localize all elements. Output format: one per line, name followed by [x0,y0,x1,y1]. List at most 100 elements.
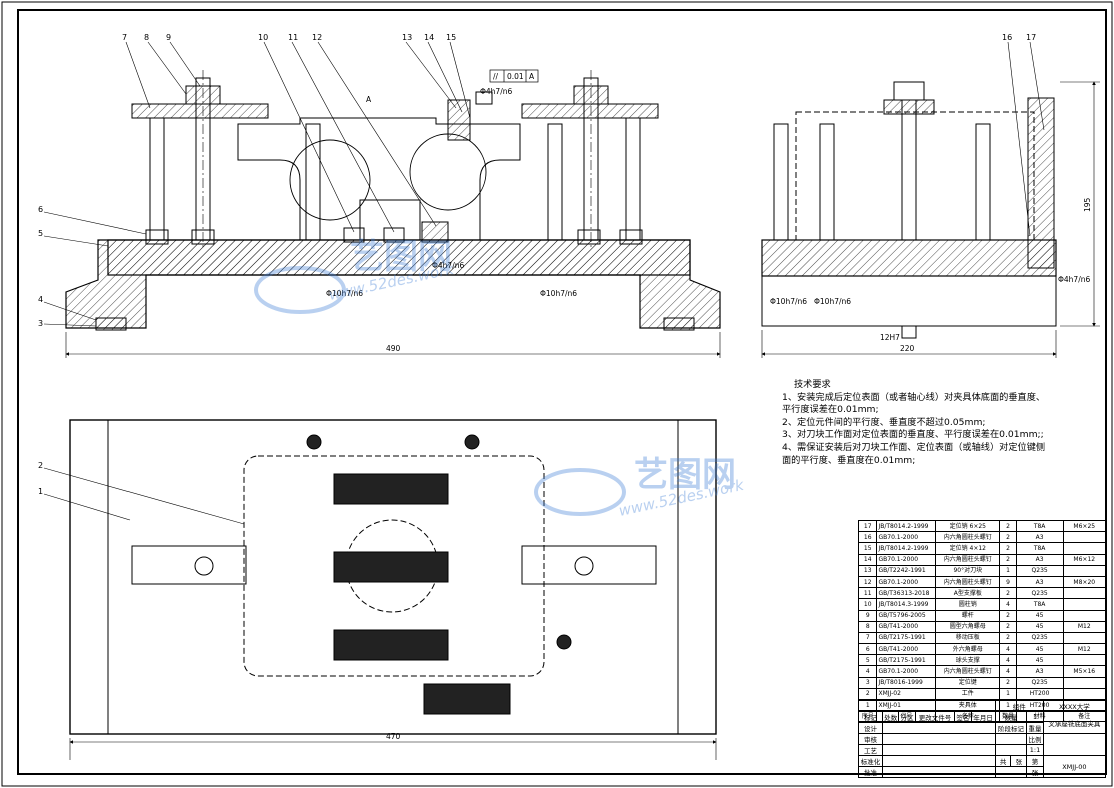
bom-cell-name: 球头支撑 [935,654,1001,667]
bom-cell-no: 2 [857,687,878,701]
fit-left: Φ10h7/n6 [326,289,363,298]
bom-cell-mat: T8A [1015,598,1064,611]
marks-label: 标记 [857,711,884,723]
bom-cell-mat: Q235 [1015,564,1064,577]
watermark-2: 艺图网 www.52des.work [534,455,747,520]
bom-cell-no: 11 [857,587,878,600]
bom-cell-qty: 1 [999,687,1017,701]
bom-cell-no: 5 [857,654,878,667]
setting-cap [475,91,493,105]
workpiece-front [237,117,521,241]
fit-side-2: Φ10h7/n6 [814,297,851,306]
fit-slot: 12H7 [880,333,900,342]
bom-cell-qty: 2 [999,676,1017,689]
balloon-6: 6 [38,205,43,214]
bom-cell-qty: 2 [999,553,1017,566]
bom-cell-no: 6 [857,643,878,656]
balloon-9: 9 [166,33,171,42]
bom-cell-qty: 4 [999,654,1017,667]
balloon-8: 8 [144,33,149,42]
balloon-4: 4 [38,295,43,304]
side-post-3 [975,123,991,241]
plan-setting-block [423,683,511,715]
bom-cell-qty: 2 [999,587,1017,600]
bom-cell-no: 8 [857,620,878,633]
balloon-11: 11 [288,33,298,42]
bom-cell-note: M6×25 [1062,519,1107,533]
bom-cell-qty: 2 [999,620,1017,633]
bom-cell-code: JB/T8014.2-1999 [876,542,937,555]
bom-cell-mat: Q235 [1015,676,1064,689]
drawing-title: 叉承座铣底面夹具 [1042,711,1107,734]
bom-cell-qty: 2 [999,519,1017,533]
bom-cell-no: 15 [857,542,878,555]
bom-cell-name: 内六角圆柱头螺钉 [935,665,1001,678]
bom-cell-code: JB/T8016-1999 [876,676,937,689]
setting-block-top [447,99,471,141]
side-base [761,239,1057,277]
bom-cell-mat: A3 [1015,665,1064,678]
gdt-value: 0.01 [507,72,524,81]
bom-cell-note: M8×20 [1062,575,1107,589]
fit-center: Φ4h7/n6 [432,261,464,270]
side-key [901,325,917,339]
balloon-1: 1 [38,487,43,496]
side-block [1027,97,1055,269]
bom-cell-no: 9 [857,609,878,622]
balloon-labels: 7 8 9 10 11 12 13 14 15 6 5 4 3 16 17 2 … [38,33,1036,496]
balloon-3: 3 [38,319,43,328]
plan-support-bot [333,629,449,661]
scale-label: 比例 [1026,733,1044,745]
bom-cell-name: 定位销 4×12 [935,542,1001,555]
bore-left [289,139,371,221]
support-3 [577,229,601,245]
bom-cell-note: M12 [1062,643,1107,656]
tech-line: 3、对刀块工作面对定位表面的垂直度、平行度误差在0.01mm;; [782,429,1044,441]
bom-cell-mat: A3 [1015,575,1064,589]
bom-cell-name: 外六角螺母 [935,643,1001,656]
fit-side-3: Φ4h7/n6 [1058,275,1090,284]
bom-cell-note [1062,609,1107,622]
dim-220: 220 [900,344,915,353]
balloon-12: 12 [312,33,322,42]
bom-cell-no: 17 [857,519,878,533]
part-name: 组件 [994,700,1044,712]
cutter-setting-block [421,221,449,243]
tech-line: 1、安装完成后定位表面（或者轴心线）对夹具体底面的垂直度、 [782,391,1046,403]
clamp-plate-left [131,103,269,119]
bom-cell-mat: 45 [1015,609,1064,622]
bom-cell-qty: 9 [999,575,1017,589]
side-stud [901,99,917,241]
bom-cell-mat: Q235 [1015,631,1064,645]
bom-cell-note [1062,587,1107,600]
bom-cell-qty: 4 [999,665,1017,678]
bom-cell-code: GB/T2175-1991 [876,654,937,667]
change-label: 更改文件号 [914,711,956,723]
plan-base [69,419,717,735]
bom-cell-code: GB/T41-2000 [876,620,937,633]
qty-label: 数量 [994,711,1028,723]
dim-195: 195 [1083,197,1092,212]
bom-cell-name: 圆柱销 [935,598,1001,611]
bom-cell-name: 内六角圆柱头螺钉 [935,553,1001,566]
plan-clamp-right [521,545,657,585]
plan-workpiece [243,455,545,677]
scale-value: 1:1 [1026,744,1044,756]
bom-cell-note: M12 [1062,620,1107,633]
watermark-brand-1: 艺图网 [350,237,452,277]
key-left [95,317,127,331]
school-name: XXXX大学 [1042,700,1107,712]
bom-cell-code: XMJJ-02 [876,687,937,701]
bom-cell-name: A型支撑板 [935,587,1001,600]
bom-cell-note [1062,598,1107,611]
bom-cell-name: 圆型六角螺母 [935,620,1001,633]
sheet-unit-2: 张 [1026,766,1044,778]
